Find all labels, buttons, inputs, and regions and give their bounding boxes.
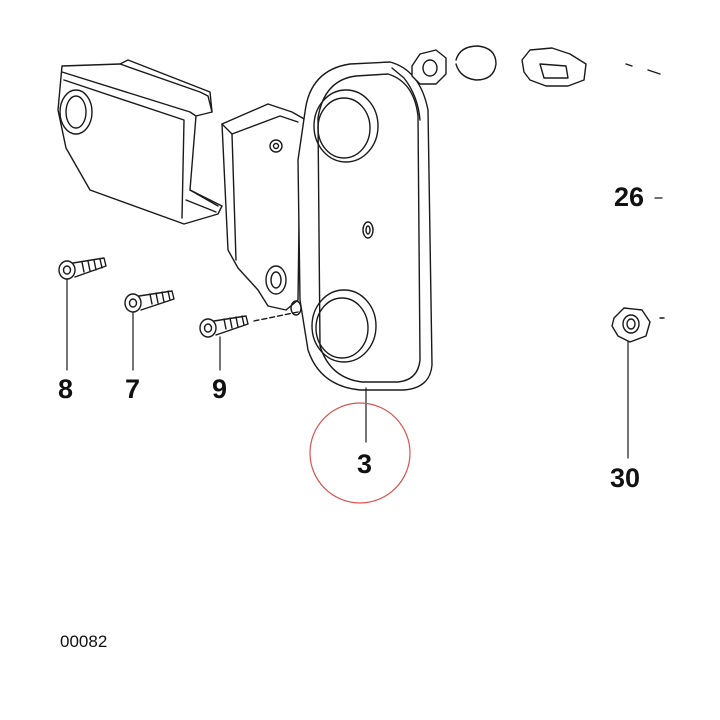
timing-cover-part [297,61,433,391]
callout-3: 3 [357,449,373,479]
nut-30-part [611,307,665,343]
support-bracket-part [57,59,223,225]
bolt-9-part [199,311,299,338]
callout-3-highlight-circle [309,402,411,504]
callout-8: 8 [58,374,74,404]
callout-7: 7 [125,374,141,404]
callout-26: 26 [614,182,645,212]
callout-30: 30 [610,463,641,493]
mounting-plate-part [221,103,307,316]
figure-id: 00082 [60,632,108,651]
bolt-7-part [124,290,175,313]
top-hardware-parts [411,45,661,87]
leader-lines [66,197,663,459]
callout-9: 9 [212,374,228,404]
bolt-8-part [58,257,107,280]
